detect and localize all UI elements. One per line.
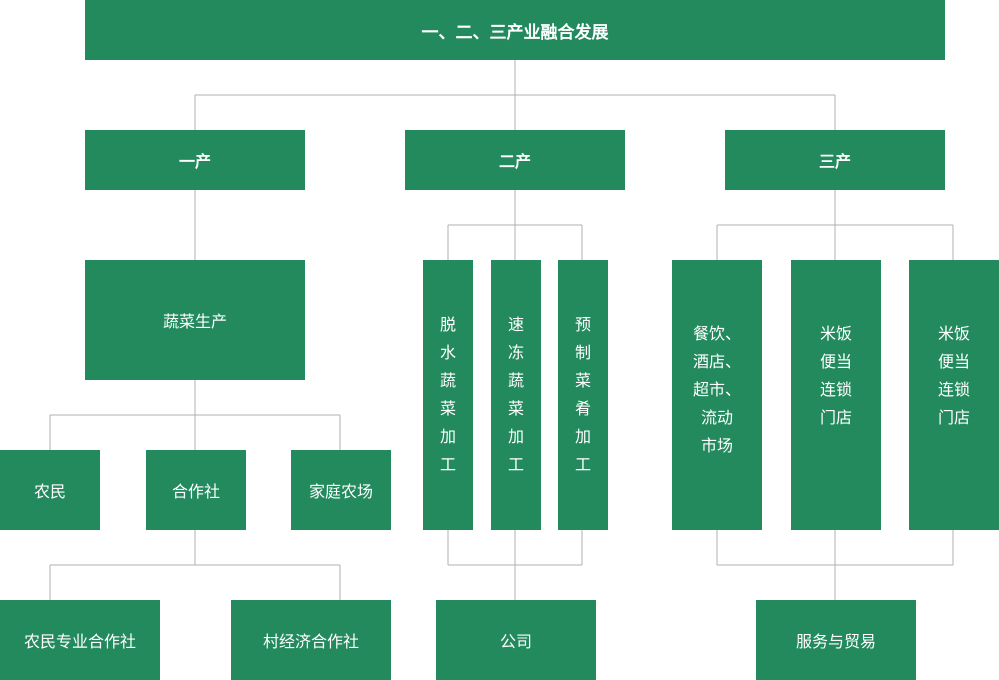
line: 超市、 — [692, 380, 741, 399]
char: 工 — [439, 455, 456, 474]
bento-chain-node-1: 米饭 便当 连锁 门店 — [791, 260, 881, 530]
line: 流动 — [700, 408, 733, 427]
char: 工 — [574, 455, 591, 474]
secondary-industry-label: 二产 — [498, 152, 531, 171]
family-farm-label: 家庭农场 — [308, 482, 373, 501]
line: 便当 — [937, 352, 970, 371]
catering-retail-node: 餐饮、 酒店、 超市、 流动 市场 — [672, 260, 762, 530]
catering-retail-label: 餐饮、 酒店、 超市、 流动 市场 — [693, 320, 741, 460]
bento-chain-node-2: 米饭 便当 连锁 门店 — [909, 260, 999, 530]
cooperative-node: 合作社 — [146, 450, 246, 530]
cooperative-label: 合作社 — [171, 482, 220, 501]
line: 餐饮、 — [692, 324, 741, 343]
char: 水 — [439, 343, 456, 362]
family-farm-node: 家庭农场 — [291, 450, 391, 530]
primary-industry-label: 一产 — [178, 152, 211, 171]
dehydrated-processing-label: 脱 水 蔬 菜 加 工 — [440, 311, 456, 479]
line: 酒店、 — [692, 352, 741, 371]
line: 便当 — [819, 352, 852, 371]
char: 工 — [507, 455, 524, 474]
dehydrated-processing-node: 脱 水 蔬 菜 加 工 — [423, 260, 473, 530]
frozen-processing-node: 速 冻 蔬 菜 加 工 — [491, 260, 541, 530]
line: 门店 — [819, 408, 852, 427]
char: 菜 — [439, 399, 456, 418]
root-label: 一、二、三产业融合发展 — [421, 22, 609, 43]
tertiary-industry-node: 三产 — [725, 130, 945, 190]
prepared-dish-processing-node: 预 制 菜 肴 加 工 — [558, 260, 608, 530]
line: 门店 — [937, 408, 970, 427]
line: 米饭 — [937, 324, 970, 343]
tertiary-industry-label: 三产 — [818, 152, 851, 171]
char: 加 — [574, 427, 591, 446]
village-cooperative-node: 村经济合作社 — [231, 600, 391, 680]
char: 菜 — [574, 371, 591, 390]
vegetable-production-node: 蔬菜生产 — [85, 260, 305, 380]
secondary-industry-node: 二产 — [405, 130, 625, 190]
char: 加 — [507, 427, 524, 446]
root-node: 一、二、三产业融合发展 — [85, 0, 945, 60]
line: 米饭 — [819, 324, 852, 343]
farmers-node: 农民 — [0, 450, 100, 530]
char: 制 — [574, 343, 591, 362]
char: 速 — [507, 315, 524, 334]
bento-chain-label-1: 米饭 便当 连锁 门店 — [820, 320, 852, 432]
char: 菜 — [507, 399, 524, 418]
line: 市场 — [700, 436, 733, 455]
line: 连锁 — [819, 380, 852, 399]
farmer-cooperative-label: 农民专业合作社 — [23, 632, 136, 651]
bento-chain-label-2: 米饭 便当 连锁 门店 — [938, 320, 970, 432]
prepared-dish-processing-label: 预 制 菜 肴 加 工 — [575, 311, 591, 479]
farmer-cooperative-node: 农民专业合作社 — [0, 600, 160, 680]
char: 加 — [439, 427, 456, 446]
company-node: 公司 — [436, 600, 596, 680]
line: 连锁 — [937, 380, 970, 399]
service-trade-label: 服务与贸易 — [795, 632, 876, 651]
char: 蔬 — [439, 371, 456, 390]
char: 预 — [574, 315, 591, 334]
company-label: 公司 — [499, 632, 532, 651]
farmers-label: 农民 — [33, 482, 66, 501]
village-cooperative-label: 村经济合作社 — [262, 632, 359, 651]
primary-industry-node: 一产 — [85, 130, 305, 190]
char: 脱 — [439, 315, 456, 334]
service-trade-node: 服务与贸易 — [756, 600, 916, 680]
char: 冻 — [507, 343, 524, 362]
vegetable-production-label: 蔬菜生产 — [162, 312, 227, 331]
char: 肴 — [574, 399, 591, 418]
frozen-processing-label: 速 冻 蔬 菜 加 工 — [508, 311, 524, 479]
char: 蔬 — [507, 371, 524, 390]
